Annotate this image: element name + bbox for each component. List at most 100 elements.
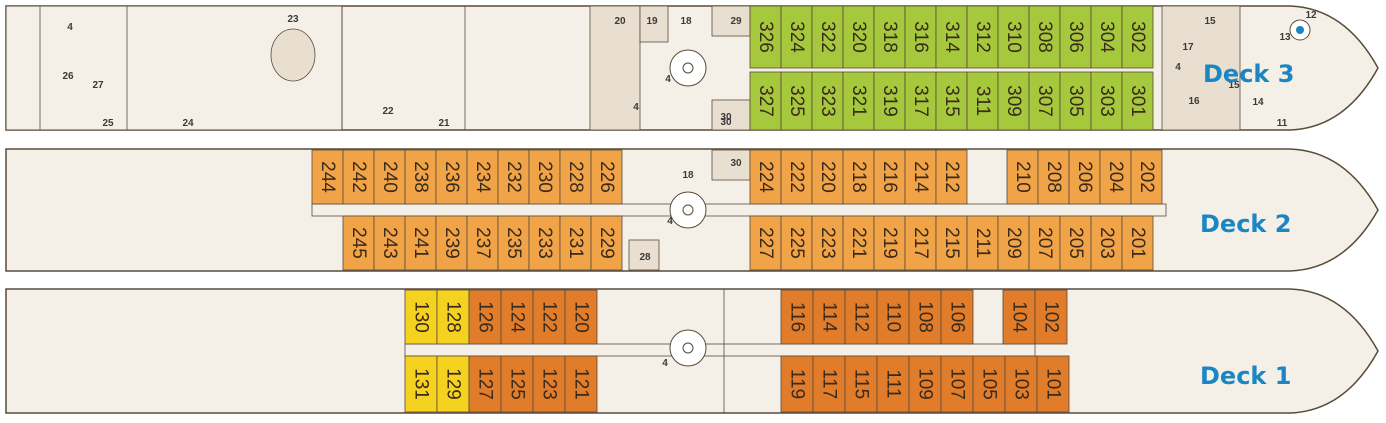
cabin-number-216: 216 <box>879 161 900 193</box>
cabin-310[interactable] <box>997 5 1030 69</box>
cabin-number-101: 101 <box>1043 368 1064 400</box>
cabin-124[interactable] <box>500 289 534 345</box>
cabin-116[interactable] <box>780 289 814 345</box>
cabin-120[interactable] <box>564 289 598 345</box>
cabin-104[interactable] <box>1002 289 1036 345</box>
cabin-101[interactable] <box>1036 355 1070 413</box>
cabin-number-124: 124 <box>507 301 528 333</box>
cabin-129[interactable] <box>436 355 470 413</box>
cabin-102[interactable] <box>1034 289 1068 345</box>
cabin-309[interactable] <box>997 71 1030 131</box>
room-label-20: 20 <box>614 16 626 27</box>
cabin-312[interactable] <box>966 5 999 69</box>
cabin-321[interactable] <box>842 71 875 131</box>
cabin-323[interactable] <box>811 71 844 131</box>
cabin-214[interactable] <box>904 149 937 205</box>
cabin-243[interactable] <box>373 215 406 271</box>
cabin-112[interactable] <box>844 289 878 345</box>
cabin-315[interactable] <box>935 71 968 131</box>
cabin-106[interactable] <box>940 289 974 345</box>
cabin-235[interactable] <box>497 215 530 271</box>
cabin-122[interactable] <box>532 289 566 345</box>
cabin-number-320: 320 <box>848 21 869 53</box>
cabin-110[interactable] <box>876 289 910 345</box>
cabin-322[interactable] <box>811 5 844 69</box>
cabin-number-327: 327 <box>755 85 776 117</box>
cabin-number-119: 119 <box>787 369 808 399</box>
cabin-238[interactable] <box>404 149 437 205</box>
cabin-202[interactable] <box>1130 149 1163 205</box>
cabin-236[interactable] <box>435 149 468 205</box>
cabin-319[interactable] <box>873 71 906 131</box>
cabin-327[interactable] <box>749 71 782 131</box>
cabin-111[interactable] <box>876 355 910 413</box>
cabin-103[interactable] <box>1004 355 1038 413</box>
cabin-220[interactable] <box>811 149 844 205</box>
cabin-230[interactable] <box>528 149 561 205</box>
cabin-305[interactable] <box>1059 71 1092 131</box>
cabin-240[interactable] <box>373 149 406 205</box>
cabin-number-128: 128 <box>443 301 464 333</box>
room-label-18: 18 <box>680 16 692 27</box>
cabin-number-236: 236 <box>441 161 462 193</box>
cabin-325[interactable] <box>780 71 813 131</box>
cabin-317[interactable] <box>904 71 937 131</box>
cabin-326[interactable] <box>749 5 782 69</box>
cabin-number-203: 203 <box>1096 227 1117 259</box>
cabin-215[interactable] <box>935 215 968 271</box>
cabin-126[interactable] <box>468 289 502 345</box>
cabin-229[interactable] <box>590 215 623 271</box>
deck3-room-20 <box>589 5 641 131</box>
cabin-108[interactable] <box>908 289 942 345</box>
cabin-226[interactable] <box>590 149 623 205</box>
cabin-107[interactable] <box>940 355 974 413</box>
cabin-number-206: 206 <box>1074 161 1095 193</box>
cabin-302[interactable] <box>1121 5 1154 69</box>
cabin-216[interactable] <box>873 149 906 205</box>
cabin-225[interactable] <box>780 215 813 271</box>
cabin-number-106: 106 <box>947 301 968 333</box>
cabin-212[interactable] <box>935 149 968 205</box>
cabin-318[interactable] <box>873 5 906 69</box>
cabin-204[interactable] <box>1099 149 1132 205</box>
cabin-217[interactable] <box>904 215 937 271</box>
cabin-227[interactable] <box>749 215 782 271</box>
cabin-205[interactable] <box>1059 215 1092 271</box>
cabin-314[interactable] <box>935 5 968 69</box>
cabin-234[interactable] <box>466 149 499 205</box>
cabin-number-224: 224 <box>755 161 776 193</box>
cabin-311[interactable] <box>966 71 999 131</box>
cabin-223[interactable] <box>811 215 844 271</box>
cabin-233[interactable] <box>528 215 561 271</box>
cabin-201[interactable] <box>1121 215 1154 271</box>
room-label-28: 28 <box>639 252 651 263</box>
cabin-241[interactable] <box>404 215 437 271</box>
cabin-105[interactable] <box>972 355 1006 413</box>
cabin-123[interactable] <box>532 355 566 413</box>
cabin-242[interactable] <box>342 149 375 205</box>
cabin-115[interactable] <box>844 355 878 413</box>
cabin-117[interactable] <box>812 355 846 413</box>
cabin-131[interactable] <box>404 355 438 413</box>
cabin-308[interactable] <box>1028 5 1061 69</box>
cabin-301[interactable] <box>1121 71 1154 131</box>
cabin-number-207: 207 <box>1034 227 1055 259</box>
cabin-237[interactable] <box>466 215 499 271</box>
cabin-210[interactable] <box>1006 149 1039 205</box>
cabin-130[interactable] <box>404 289 438 345</box>
cabin-304[interactable] <box>1090 5 1123 69</box>
cabin-209[interactable] <box>997 215 1030 271</box>
cabin-222[interactable] <box>780 149 813 205</box>
cabin-114[interactable] <box>812 289 846 345</box>
cabin-121[interactable] <box>564 355 598 413</box>
cabin-208[interactable] <box>1037 149 1070 205</box>
cabin-number-302: 302 <box>1127 21 1148 53</box>
cabin-207[interactable] <box>1028 215 1061 271</box>
cabin-231[interactable] <box>559 215 592 271</box>
cabin-218[interactable] <box>842 149 875 205</box>
cabin-306[interactable] <box>1059 5 1092 69</box>
room-label-15: 15 <box>1204 16 1216 27</box>
cabin-206[interactable] <box>1068 149 1101 205</box>
